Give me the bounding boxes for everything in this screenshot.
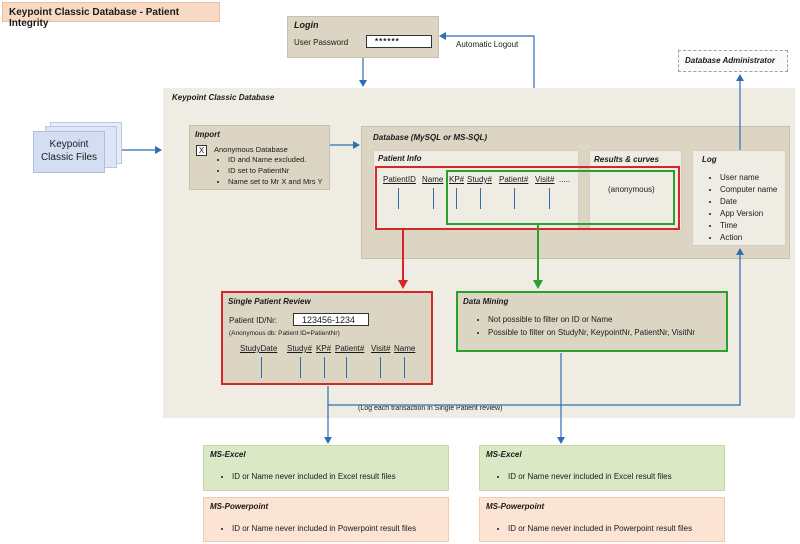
patient-col: Study# [467,175,492,184]
import-item: Name set to Mr X and Mrs Y [228,177,322,187]
keypoint-files-box: Keypoint Classic Files [33,131,105,173]
column-line [433,188,434,209]
login-title: Login [294,20,319,30]
column-line [404,357,405,378]
arrow-review-log [327,248,744,406]
import-checkbox[interactable]: X [196,145,207,156]
kcd-title: Keypoint Classic Database [172,93,275,102]
ppt-right-title: MS-Powerpoint [486,502,545,511]
column-line [380,357,381,378]
patient-id-input[interactable]: 123456-1234 [293,313,369,326]
ppt-right-box: MS-Powerpoint ID or Name never included … [479,497,725,542]
import-title: Import [195,130,220,139]
log-item: Date [720,196,777,207]
ppt-left-title: MS-Powerpoint [210,502,269,511]
single-review-box: Single Patient Review Patient ID/Nr: 123… [221,291,433,385]
keypoint-files-label: Keypoint Classic Files [40,139,98,163]
review-col: Name [394,344,416,353]
password-field[interactable]: ****** [366,35,432,48]
log-item: Action [720,232,777,243]
review-col: KP# [316,344,332,353]
log-item: App Version [720,208,777,219]
green-highlight [446,170,675,225]
log-item: Computer name [720,184,777,195]
data-mining-list: Not possible to filter on ID or Name Pos… [474,314,695,339]
column-line [324,357,325,378]
log-item: User name [720,172,777,183]
data-mining-item: Possible to filter on StudyNr, KeypointN… [488,327,695,339]
review-col: Study# [287,344,312,353]
excel-left-item: ID or Name never included in Excel resul… [232,472,396,481]
arrow-auto-logout [439,32,535,88]
log-note: (Log each transaction in Single Patient … [358,405,503,412]
db-admin-box: Database Administrator [678,50,788,72]
review-col: StudyDate [240,344,278,353]
column-line [549,188,550,209]
ppt-left-item: ID or Name never included in Powerpoint … [232,524,416,533]
review-col: Visit# [371,344,391,353]
column-line [398,188,399,209]
password-label: User Password [294,38,349,47]
column-line [300,357,301,378]
import-item: ID and Name excluded. [228,155,322,165]
column-line [514,188,515,209]
column-line [261,357,262,378]
log-item: Time [720,220,777,231]
page-title: Keypoint Classic Database - Patient Inte… [9,7,180,29]
patient-col: ..... [559,175,571,184]
ppt-right-item: ID or Name never included in Powerpoint … [508,524,692,533]
patient-info-box [373,150,579,230]
data-mining-box: Data Mining Not possible to filter on ID… [456,291,728,352]
patient-id-label: Patient ID/Nr: [229,316,278,325]
import-box: Import X Anonymous Database ID and Name … [189,125,330,190]
review-col: Patient# [335,344,365,353]
login-box: Login User Password ****** [287,16,439,58]
title-box: Keypoint Classic Database - Patient Inte… [2,2,220,29]
log-box [692,150,786,246]
patient-col: PatientID [383,175,416,184]
db-admin-label: Database Administrator [685,56,775,65]
password-value: ****** [375,37,400,46]
red-highlight [375,166,680,230]
column-line [480,188,481,209]
single-review-title: Single Patient Review [228,297,311,306]
excel-right-item: ID or Name never included in Excel resul… [508,472,672,481]
patient-col: KP# [449,175,465,184]
results-box [589,150,682,230]
patient-info-title: Patient Info [378,154,422,163]
excel-right-title: MS-Excel [486,450,522,459]
import-heading: Anonymous Database [214,145,288,154]
excel-left-title: MS-Excel [210,450,246,459]
patient-col: Name [422,175,444,184]
excel-right-box: MS-Excel ID or Name never included in Ex… [479,445,725,491]
patient-id-value: 123456-1234 [302,315,356,325]
import-checkbox-mark: X [198,146,205,155]
excel-left-box: MS-Excel ID or Name never included in Ex… [203,445,449,491]
results-title: Results & curves [594,155,659,164]
log-list: User name Computer name Date App Version… [706,172,777,243]
data-mining-title: Data Mining [463,297,509,306]
log-title: Log [702,155,717,164]
single-review-note: (Anonymous db: Patient ID=PatientNr) [229,330,340,337]
data-mining-item: Not possible to filter on ID or Name [488,314,695,326]
ppt-left-box: MS-Powerpoint ID or Name never included … [203,497,449,542]
patient-col: Patient# [499,175,529,184]
column-line [456,188,457,209]
import-item: ID set to PatientNr [228,166,322,176]
column-line [346,357,347,378]
database-title: Database (MySQL or MS-SQL) [373,133,488,142]
patient-col: Visit# [535,175,555,184]
auto-logout-label: Automatic Logout [456,40,519,49]
results-note: (anonymous) [608,185,655,194]
import-list: ID and Name excluded. ID set to PatientN… [214,155,322,187]
